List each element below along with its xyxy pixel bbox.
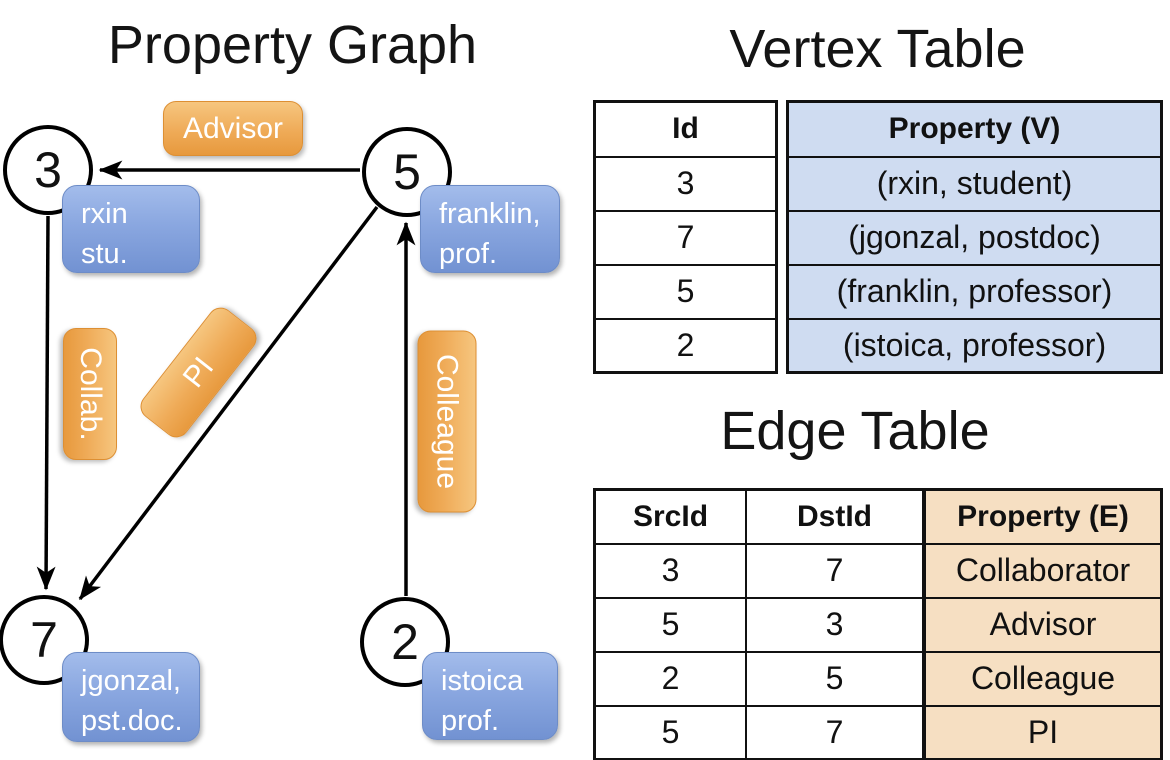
edge-src-cell: 5 — [593, 596, 747, 653]
vertex-table-property-column: Property (V) (rxin, student) (jgonzal, p… — [786, 100, 1163, 374]
vertex-node-3-id: 3 — [34, 142, 62, 198]
vertex-node-5: 5 — [362, 127, 452, 217]
edge-table-property-column: Property (E) Collaborator Advisor Collea… — [923, 488, 1163, 760]
edge-dst-cell: 7 — [745, 704, 925, 760]
property-graph-title: Property Graph — [107, 15, 478, 75]
vertex-prop-5-line1: franklin, — [439, 198, 541, 230]
edge-table-srcid-header: SrcId — [593, 488, 747, 545]
edge-dst-cell: 7 — [745, 542, 925, 599]
vertex-prop-box-2: istoica prof. — [422, 652, 558, 740]
edge-property-cell: Colleague — [923, 650, 1163, 707]
edge-dst-cell: 3 — [745, 596, 925, 653]
vertex-id-cell: 2 — [593, 317, 778, 374]
edge-property-cell: Advisor — [923, 596, 1163, 653]
vertex-prop-7-line2: pst.doc. — [81, 705, 183, 738]
vertex-table-id-column: Id 3 7 5 2 — [593, 100, 778, 374]
vertex-table-title: Vertex Table — [729, 19, 1026, 79]
vertex-property-cell: (istoica, professor) — [786, 317, 1163, 374]
edge-src-cell: 2 — [593, 650, 747, 707]
vertex-prop-2-line1: istoica — [441, 665, 524, 697]
vertex-node-3: 3 — [3, 125, 93, 215]
edge-table-title: Edge Table — [720, 401, 990, 461]
edge-label-pi: PI — [135, 302, 262, 443]
edge-src-cell: 3 — [593, 542, 747, 599]
edge-table-dstid-header: DstId — [745, 488, 925, 545]
vertex-id-cell: 3 — [593, 155, 778, 212]
vertex-table-property-header: Property (V) — [786, 100, 1163, 158]
vertex-table-id-header: Id — [593, 100, 778, 158]
edge-src-cell: 5 — [593, 704, 747, 760]
vertex-property-cell: (rxin, student) — [786, 155, 1163, 212]
vertex-id-cell: 7 — [593, 209, 778, 266]
vertex-prop-2-line2: prof. — [441, 705, 500, 738]
edge-property-cell: Collaborator — [923, 542, 1163, 599]
vertex-prop-box-3: rxin stu. — [62, 185, 200, 273]
vertex-node-7-id: 7 — [30, 612, 58, 668]
edge-property-cell: PI — [923, 704, 1163, 760]
vertex-prop-7-line1: jgonzal, — [81, 665, 181, 697]
edge-label-colleague: Colleague — [417, 330, 477, 513]
vertex-node-2-id: 2 — [391, 614, 419, 670]
edge-label-colleague-text: Colleague — [431, 353, 464, 490]
edge-label-collab-text: Collab. — [74, 347, 107, 441]
edge-dst-cell: 5 — [745, 650, 925, 707]
edge-collab-3-to-7 — [36, 215, 56, 591]
vertex-prop-3-line2: stu. — [81, 238, 128, 271]
vertex-prop-5-line2: prof. — [439, 238, 498, 271]
edge-label-collab: Collab. — [63, 328, 117, 460]
edge-label-advisor: Advisor — [163, 101, 303, 156]
vertex-property-cell: (franklin, professor) — [786, 263, 1163, 320]
vertex-prop-3-line1: rxin — [81, 198, 128, 230]
edge-label-advisor-text: Advisor — [182, 111, 284, 145]
vertex-id-cell: 5 — [593, 263, 778, 320]
vertex-prop-box-5: franklin, prof. — [420, 185, 560, 273]
edge-table-property-header: Property (E) — [923, 488, 1163, 545]
vertex-prop-box-7: jgonzal, pst.doc. — [62, 652, 200, 742]
vertex-property-cell: (jgonzal, postdoc) — [786, 209, 1163, 266]
edge-label-pi-text: PI — [176, 350, 220, 394]
edge-table-id-columns: SrcId DstId 3 7 5 3 2 5 5 7 — [593, 488, 925, 760]
vertex-node-5-id: 5 — [393, 144, 421, 200]
